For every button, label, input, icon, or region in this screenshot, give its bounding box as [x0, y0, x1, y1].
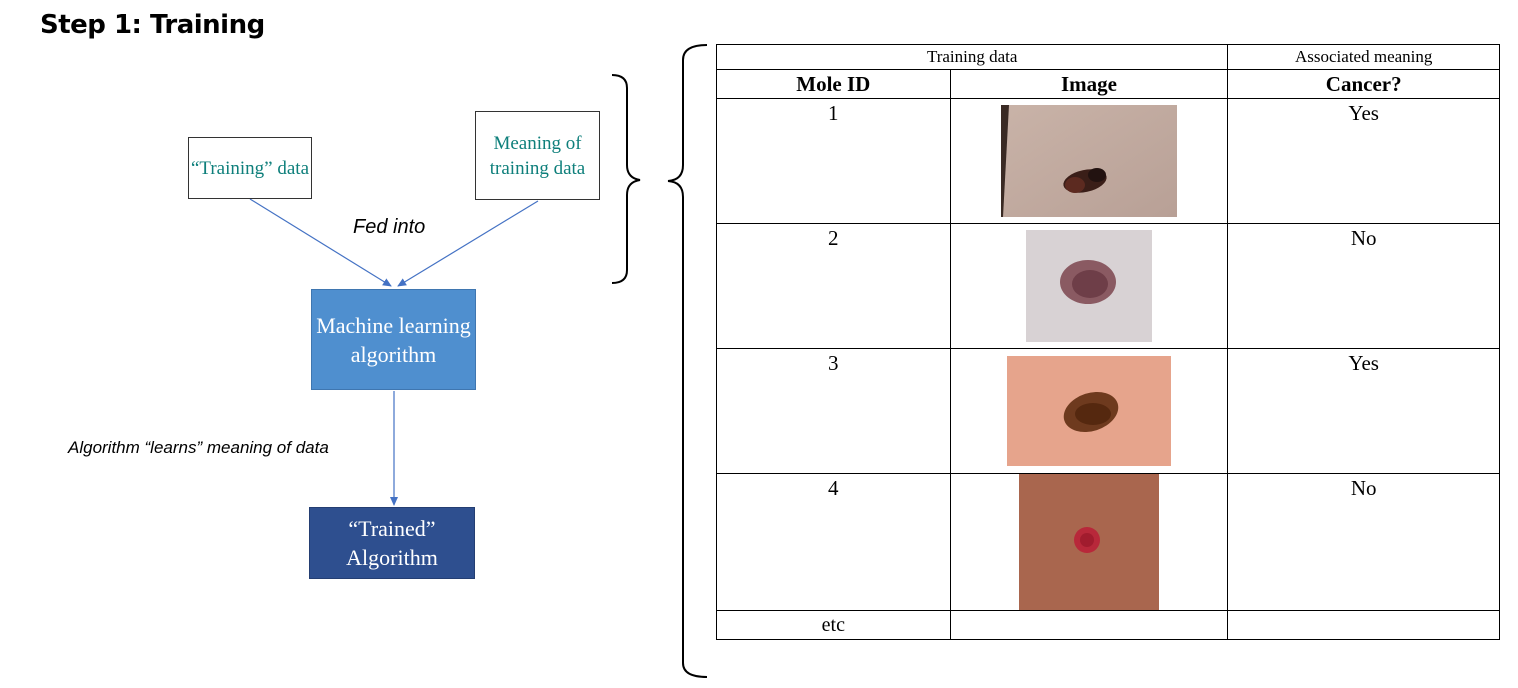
- image-cell: [949, 98, 1229, 224]
- group-header-associated-meaning: Associated meaning: [1227, 44, 1500, 70]
- empty-cell: [1227, 610, 1500, 640]
- table-row: 3 Yes: [716, 348, 1500, 474]
- cancer-cell: Yes: [1227, 98, 1500, 224]
- mole-id-cell: 4: [716, 473, 951, 611]
- arrow-meaning-to-ml: [397, 200, 539, 287]
- mole-photo-4-icon: [1019, 474, 1159, 610]
- image-cell: [949, 348, 1229, 474]
- machine-learning-algorithm-box: Machine learning algorithm: [311, 289, 476, 390]
- mole-id-cell: 2: [716, 223, 951, 349]
- mole-photo-3-icon: [1007, 356, 1171, 466]
- cancer-cell: No: [1227, 223, 1500, 349]
- arrow-training-to-ml: [249, 198, 392, 287]
- training-data-table: Training data Associated meaning Mole ID…: [715, 44, 1500, 640]
- fed-into-label: Fed into: [353, 216, 426, 238]
- mole-id-cell: 1: [716, 98, 951, 224]
- column-header-image: Image: [949, 69, 1229, 99]
- table-row: 2 No: [716, 223, 1500, 349]
- mole-photo-2-icon: [1026, 230, 1152, 342]
- mole-photo-1-icon: [1001, 105, 1177, 217]
- large-brace: [667, 44, 708, 678]
- small-brace: [611, 74, 641, 284]
- column-header-cancer: Cancer?: [1227, 69, 1500, 99]
- training-data-box: “Training” data: [188, 137, 312, 199]
- algorithm-learns-label: Algorithm “learns” meaning of data: [68, 438, 329, 457]
- image-cell: [949, 473, 1229, 611]
- column-header-row: Mole ID Image Cancer?: [716, 69, 1500, 99]
- group-header-row: Training data Associated meaning: [715, 44, 1500, 70]
- column-header-mole-id: Mole ID: [716, 69, 951, 99]
- etc-cell: etc: [716, 610, 951, 640]
- empty-cell: [949, 610, 1229, 640]
- cancer-cell: No: [1227, 473, 1500, 611]
- table-row: 1 Yes: [716, 98, 1500, 224]
- cancer-cell: Yes: [1227, 348, 1500, 474]
- image-cell: [949, 223, 1229, 349]
- group-header-training-data: Training data: [715, 44, 1229, 70]
- meaning-of-training-data-box: Meaning of training data: [475, 111, 600, 200]
- trained-algorithm-box: “Trained” Algorithm: [309, 507, 475, 579]
- page-title: Step 1: Training: [40, 10, 265, 40]
- table-row: 4 No: [716, 473, 1500, 611]
- table-row: etc: [716, 610, 1500, 640]
- mole-id-cell: 3: [716, 348, 951, 474]
